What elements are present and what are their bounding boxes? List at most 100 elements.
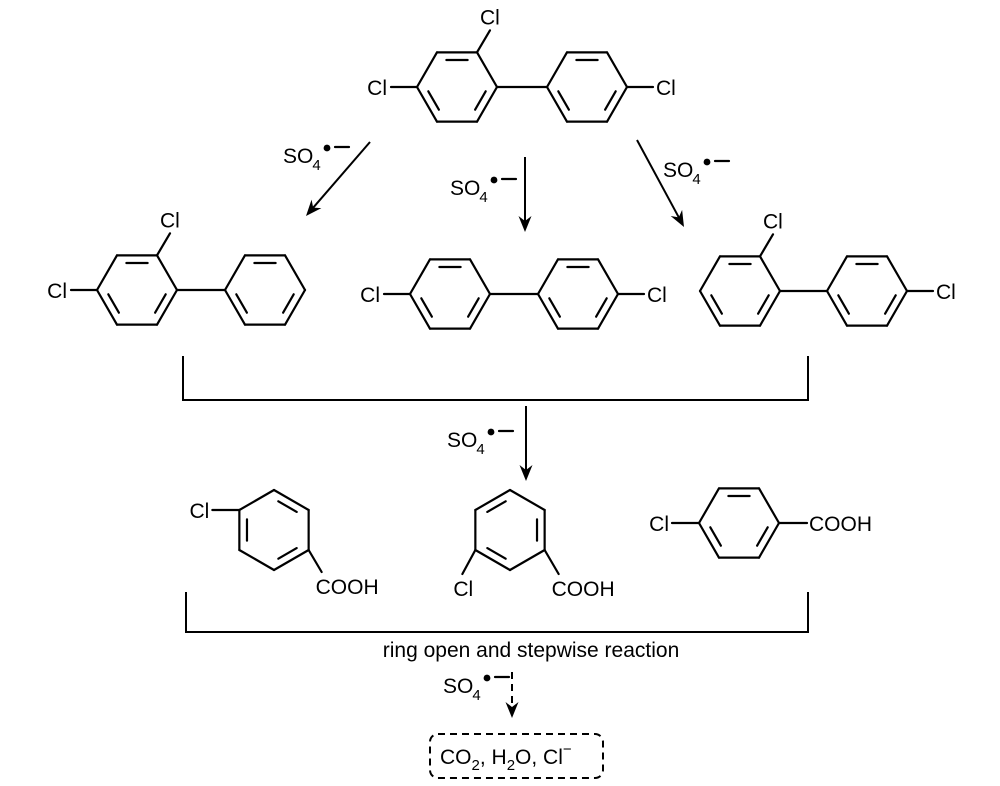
cl-label: Cl (190, 500, 210, 523)
reagent-text: SO4 (443, 675, 481, 704)
radical-dot (703, 158, 711, 166)
dashed-arrow-to-mineralization (505, 672, 519, 718)
final-products-label: CO2, H2O, Cl− (440, 741, 572, 774)
inner-double-bond (883, 294, 897, 315)
ring-bond (596, 258, 620, 296)
cl-label-4prime: Cl (647, 284, 667, 307)
inner-double-bond (235, 293, 249, 314)
ring-bond (697, 521, 721, 559)
arrowhead (505, 702, 519, 718)
arrow-shaft (311, 141, 371, 210)
inner-double-bond (594, 297, 608, 318)
benzene-ring (825, 255, 909, 327)
ring-bond (95, 288, 119, 326)
ring-bond (415, 85, 439, 123)
ring-bond (468, 258, 492, 296)
ring-bond (508, 488, 546, 512)
inner-double-bond (277, 546, 298, 560)
benzene-ring (415, 51, 499, 123)
cl-label: Cl (649, 513, 669, 536)
ring-bond (596, 292, 620, 330)
ring-bond (474, 548, 512, 572)
reagent-text: SO4 (663, 159, 701, 188)
dashed-box (429, 733, 604, 779)
cl-label-2: Cl (480, 6, 500, 29)
ring-bond (885, 289, 909, 327)
bracket-intermediates (182, 356, 809, 401)
ring-bond (698, 255, 722, 293)
inner-double-bond (427, 90, 441, 111)
ring-bond (475, 51, 499, 89)
benzene-ring (408, 258, 492, 330)
radical-dot (323, 144, 331, 152)
arrowhead (306, 199, 322, 216)
cl-label-2: Cl (763, 210, 783, 233)
reagent-label-final: SO4 (443, 674, 511, 704)
c-cl-bond (475, 29, 492, 54)
ring-bond (757, 487, 781, 525)
ring-bond (283, 254, 307, 292)
c-cooh-bond (307, 548, 323, 574)
cl-label-4: Cl (367, 77, 387, 100)
inner-double-bond (107, 293, 121, 314)
bracket-line (185, 592, 809, 633)
ring-bond (238, 488, 276, 512)
inner-double-bond (486, 546, 507, 560)
ring-bond (415, 51, 439, 89)
cl-label-2: Cl (160, 209, 180, 232)
ring-bond (272, 488, 310, 512)
arrow-to-chlorobenzoic-acids (519, 406, 533, 481)
radical-dot (490, 176, 498, 184)
ring-bond (272, 548, 310, 572)
ring-bond (283, 288, 307, 326)
cl-label-4prime: Cl (656, 77, 676, 100)
arrowhead (519, 465, 533, 481)
c-cl-bond (758, 233, 775, 258)
ring-bond (698, 289, 722, 327)
reagent-label-middle: SO4 (450, 176, 518, 206)
c-cl-bond (461, 548, 477, 576)
ring-bond (825, 255, 849, 293)
ring-bond (223, 288, 247, 326)
ring-bond (508, 548, 546, 572)
ring-bond (536, 292, 560, 330)
inner-double-bond (466, 297, 480, 318)
benzene-ring (545, 51, 629, 123)
reagent-label-center: SO4 (447, 428, 515, 458)
arrowhead (670, 209, 684, 227)
radical-dot (487, 428, 495, 436)
molecule-4-chlorobenzoic-acid: Cl COOH (649, 487, 872, 559)
reagent-text: SO4 (283, 145, 321, 174)
arrowhead (518, 216, 532, 232)
benzene-ring (697, 487, 781, 559)
ring-bond (545, 51, 569, 89)
ring-bond (468, 292, 492, 330)
ring-bond (605, 51, 629, 89)
inner-double-bond (420, 297, 434, 318)
arrow-to-2-4prime-dichlorobiphenyl (636, 139, 684, 227)
inner-double-bond (710, 294, 724, 315)
inner-double-bond (548, 297, 562, 318)
benzene-ring (238, 488, 310, 572)
inner-double-bond (755, 526, 769, 547)
ring-bond (536, 258, 560, 296)
ring-bond (238, 548, 276, 572)
ring-bond (408, 292, 432, 330)
inner-double-bond (473, 90, 487, 111)
reagent-label-right: SO4 (663, 158, 731, 188)
inner-double-bond (486, 500, 507, 514)
ring-bond (475, 85, 499, 123)
benzene-ring (698, 255, 782, 327)
benzene-ring (474, 488, 546, 572)
ring-bond (885, 255, 909, 293)
cl-label-4: Cl (47, 280, 67, 303)
ring-bond (223, 254, 247, 292)
ring-bond (757, 521, 781, 559)
cooh-label: COOH (809, 513, 872, 536)
reagent-text: SO4 (450, 177, 488, 206)
